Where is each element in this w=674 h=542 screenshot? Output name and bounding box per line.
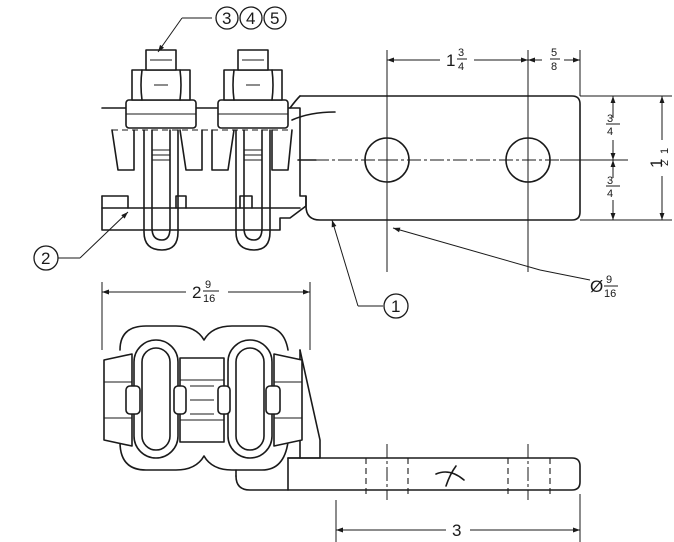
plan-tongue (235, 457, 581, 491)
plan-nut-right (265, 353, 303, 447)
callout-3-4-5: 3 4 5 (157, 6, 287, 53)
dim-body-width: 2 9 16 (192, 279, 219, 305)
svg-text:1: 1 (391, 297, 400, 316)
svg-text:16: 16 (203, 293, 215, 305)
dim-tongue-length: 3 (452, 521, 461, 540)
u-bolt-1 (125, 49, 197, 251)
svg-text:3: 3 (607, 113, 613, 125)
dim-tongue-width: 1 1 2 (647, 148, 671, 168)
dim-edge-distance: 5 8 (550, 47, 560, 73)
svg-text:5: 5 (551, 47, 557, 59)
u-bolt-2 (217, 49, 289, 251)
svg-text:2: 2 (659, 160, 671, 166)
svg-text:4: 4 (458, 61, 464, 73)
svg-text:1: 1 (659, 148, 671, 154)
svg-text:8: 8 (551, 61, 557, 73)
saddle-body (101, 107, 307, 231)
callout-5: 5 (270, 9, 279, 28)
svg-text:1: 1 (446, 51, 455, 70)
dim-hole-diameter: Ø 9 16 (590, 274, 618, 300)
callout-2: 2 (33, 211, 129, 271)
svg-text:9: 9 (205, 279, 211, 291)
svg-text:3: 3 (458, 47, 464, 59)
plan-nut-middle (173, 357, 231, 443)
callout-4: 4 (246, 9, 255, 28)
dimensions: 1 3 4 5 8 3 4 3 4 (101, 47, 672, 542)
front-view (101, 49, 620, 251)
svg-text:3: 3 (607, 175, 613, 187)
plan-view (103, 325, 581, 500)
dim-lower-offset: 3 4 (606, 175, 620, 200)
svg-text:2: 2 (41, 249, 50, 268)
tongue-plate (299, 95, 581, 221)
svg-text:4: 4 (607, 126, 613, 138)
callout-1: 1 (331, 219, 409, 319)
callout-3: 3 (222, 9, 231, 28)
plan-nut-left (103, 353, 141, 447)
svg-text:2: 2 (192, 283, 201, 302)
svg-text:9: 9 (606, 274, 612, 286)
svg-text:16: 16 (604, 288, 616, 300)
dim-hole-spacing: 1 3 4 (446, 47, 467, 73)
svg-text:Ø: Ø (590, 277, 603, 296)
svg-text:4: 4 (607, 188, 613, 200)
svg-text:1: 1 (647, 159, 666, 168)
dim-upper-offset: 3 4 (606, 113, 620, 138)
